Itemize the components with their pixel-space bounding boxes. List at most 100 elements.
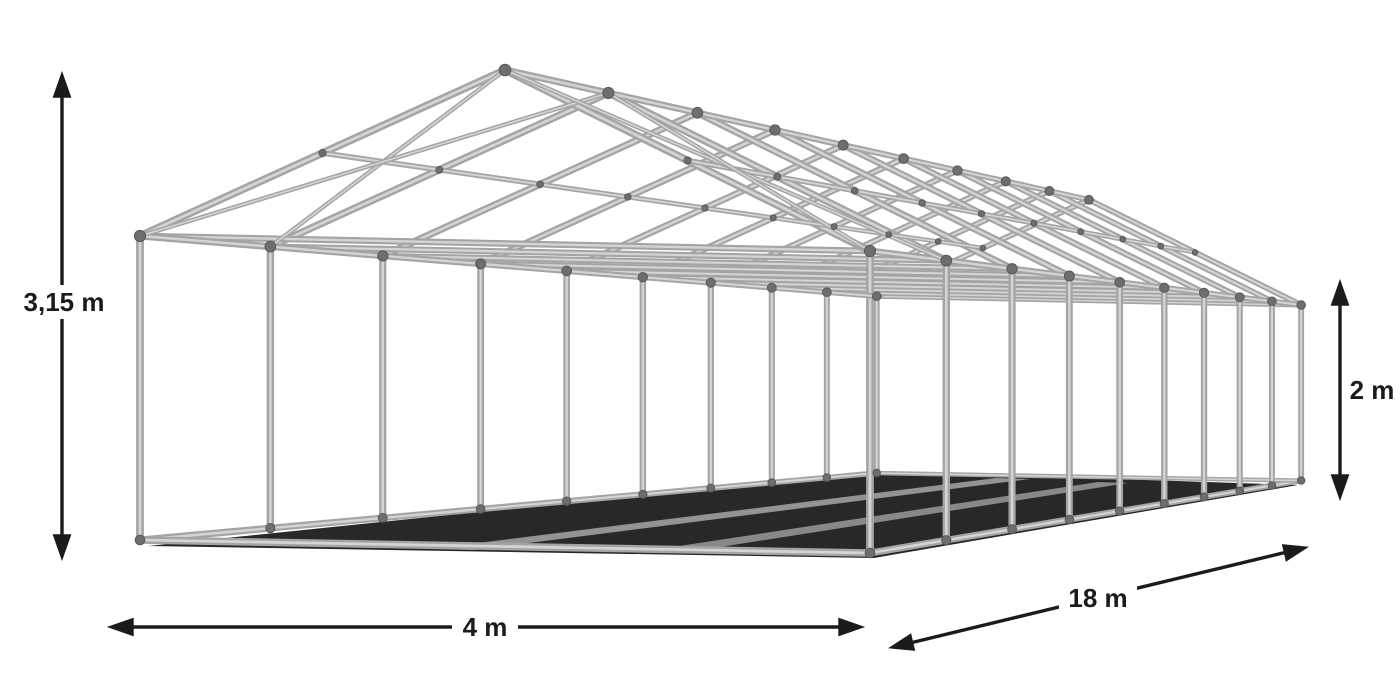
base-joint <box>265 523 276 534</box>
arrow-head-up-icon <box>52 70 72 98</box>
eave-joint <box>1234 292 1245 303</box>
purlin-clamp <box>536 180 544 189</box>
tie-beam-highlight <box>825 291 1273 303</box>
length-label: 18 m <box>1068 583 1127 613</box>
purlin-left-highlight <box>539 183 629 198</box>
base-joint <box>1064 514 1075 525</box>
ridge-rail-highlight <box>773 128 845 147</box>
tie-beam-highlight <box>479 262 1071 278</box>
width-dimension: 4 m <box>106 610 866 644</box>
purlin-clamp <box>1157 242 1164 250</box>
ridge-rail-highlight <box>842 144 905 160</box>
eave-rail-left-highlight <box>565 269 644 279</box>
width-label: 4 m <box>463 612 508 642</box>
purlin-clamp <box>1191 249 1199 256</box>
base-joint <box>1235 486 1245 496</box>
dimension-annotations: 3,15 m 4 m 18 m <box>14 70 1398 651</box>
ground-rail-front-highlight <box>138 538 872 555</box>
side-height-label-plate <box>1346 373 1398 407</box>
eave-joint <box>1198 287 1210 298</box>
arrow-head-left-icon <box>106 617 134 637</box>
base-joint <box>1199 492 1209 502</box>
eave-rail-left-highlight <box>770 286 828 294</box>
eave-rail-right-highlight <box>945 259 1014 271</box>
apex-joint <box>1000 176 1011 187</box>
eave-rail-left-highlight <box>825 291 878 298</box>
base-joint <box>864 547 876 559</box>
purlin-clamp <box>885 231 893 238</box>
ground-rail-left-highlight <box>269 516 384 530</box>
ground-rail-right-highlight <box>1010 518 1071 531</box>
ridge-rail-highlight <box>1004 180 1051 192</box>
ground-rail-left-highlight <box>479 500 568 511</box>
purlin-clamp <box>624 193 632 201</box>
base-joint <box>767 478 777 487</box>
base-joint <box>475 504 486 514</box>
ridge-rail-highlight <box>503 68 610 95</box>
tie-beam-highlight <box>641 276 1166 289</box>
eave-joint <box>264 240 277 253</box>
ground-rail-left-highlight <box>709 481 773 490</box>
tie-beam-highlight <box>381 254 1014 270</box>
purlin-clamp <box>701 204 709 212</box>
roof-brace-highlight <box>607 92 871 252</box>
base-joint <box>1267 481 1277 490</box>
ground-rail-left-highlight <box>381 507 482 520</box>
arrow-head-ne-icon <box>1281 544 1309 562</box>
length-dimension: 18 m <box>888 544 1309 651</box>
eave-joint <box>940 254 953 267</box>
base-joint <box>706 483 716 493</box>
apex-joint <box>1084 194 1094 205</box>
ground-rail-left-highlight <box>641 487 712 496</box>
eave-joint <box>766 282 777 293</box>
side-height-label: 2 m <box>1350 375 1395 405</box>
purlin-left-highlight <box>626 196 706 209</box>
base-joint <box>822 473 832 482</box>
purlin-left-highlight <box>704 207 775 219</box>
purlin-left-highlight <box>937 240 984 249</box>
purlin-clamp <box>318 148 327 158</box>
ground-rail-right-highlight <box>1203 489 1241 498</box>
apex-joint <box>1044 186 1055 196</box>
base-joint <box>1159 499 1169 509</box>
ground-rail-right-highlight <box>1068 509 1121 521</box>
base-joint <box>872 468 881 478</box>
eave-joint <box>863 244 877 258</box>
purlin-clamp <box>683 156 692 165</box>
purlin-right-highlight <box>1159 245 1196 254</box>
eave-joint <box>1296 300 1306 310</box>
width-label-plate <box>452 610 518 644</box>
purlin-clamp <box>830 223 838 231</box>
eave-rail-right-highlight <box>1270 300 1303 306</box>
purlin-clamp <box>977 210 986 218</box>
purlin-clamp <box>773 172 782 181</box>
eave-joint <box>1267 296 1277 307</box>
ground-rail-right-highlight <box>1163 495 1206 505</box>
base-joint <box>638 489 648 499</box>
eave-joint <box>821 287 832 298</box>
height-label: 3,15 m <box>24 287 105 317</box>
arrow-head-up-icon <box>1330 278 1350 306</box>
eave-joint <box>475 258 487 270</box>
tie-beam-highlight <box>269 245 948 262</box>
eave-joint <box>133 229 147 243</box>
tent-frame <box>133 63 1306 559</box>
purlin-clamp <box>979 244 987 252</box>
eave-rail-right-highlight <box>868 249 948 262</box>
eave-rail-right-highlight <box>1238 296 1273 303</box>
purlin-right-highlight <box>1033 222 1082 233</box>
arrow-head-down-icon <box>52 534 72 562</box>
eave-joint <box>1063 270 1075 282</box>
height-label-plate <box>14 285 114 319</box>
purlin-right-highlight <box>980 212 1035 225</box>
base-joint <box>1115 506 1125 516</box>
purlin-clamp <box>1119 235 1127 243</box>
arrow-head-sw-icon <box>888 633 916 651</box>
base-joint <box>561 496 572 506</box>
apex-joint <box>952 165 963 176</box>
eave-joint <box>377 250 389 262</box>
ridge-rail-highlight <box>607 91 699 114</box>
apex-joint <box>837 139 849 151</box>
ground-rail-right-highlight <box>945 527 1014 542</box>
